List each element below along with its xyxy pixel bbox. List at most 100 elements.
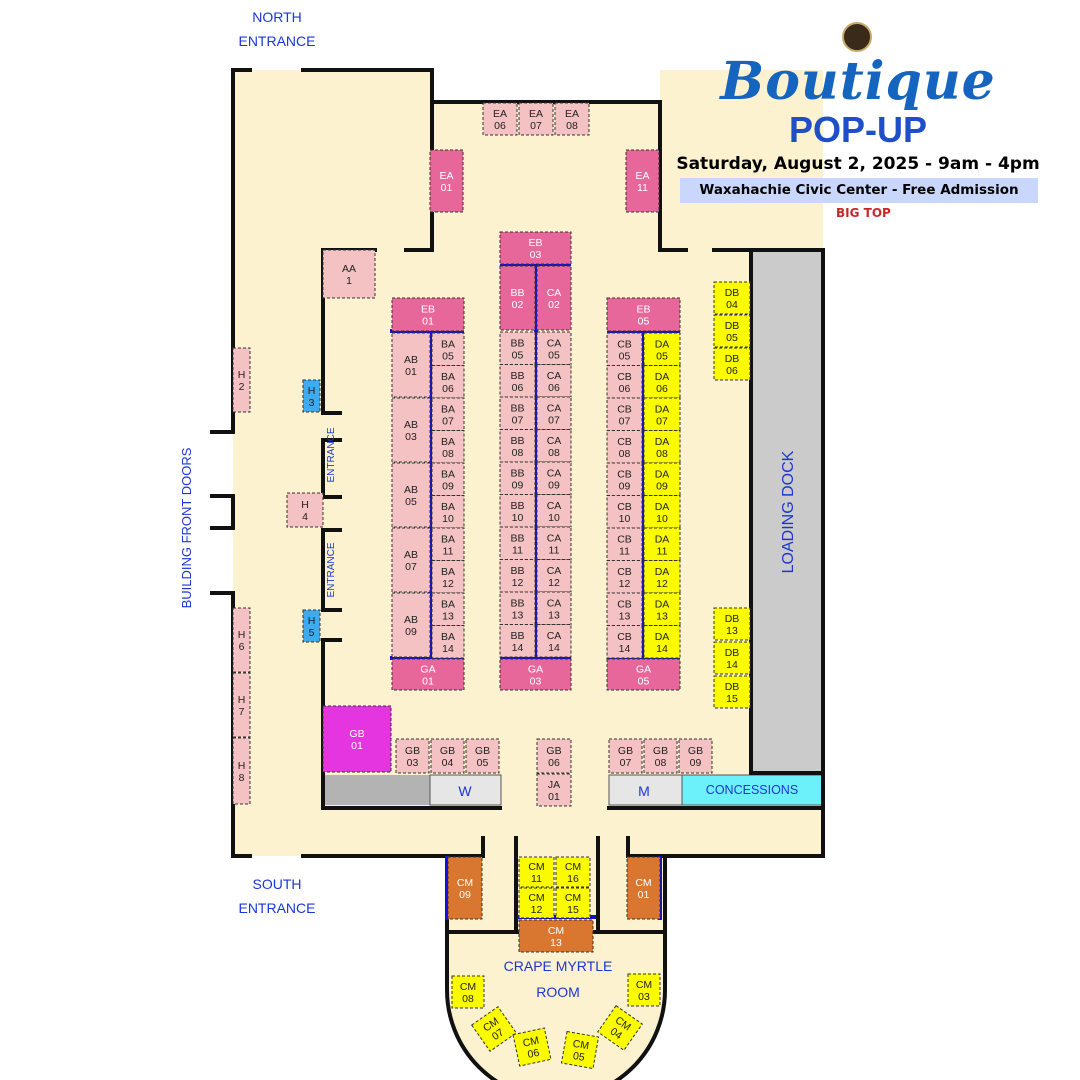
booth-h-3[interactable]: H3	[302, 379, 321, 413]
booth-h-2[interactable]: H2	[232, 347, 251, 413]
booth-h-8[interactable]: H8	[232, 737, 251, 805]
booth-h-5[interactable]: H5	[302, 609, 321, 643]
booth-h-6[interactable]: H6	[232, 607, 251, 673]
booth-h-4[interactable]: H4	[286, 492, 324, 528]
booth-h-7[interactable]: H7	[232, 672, 251, 738]
